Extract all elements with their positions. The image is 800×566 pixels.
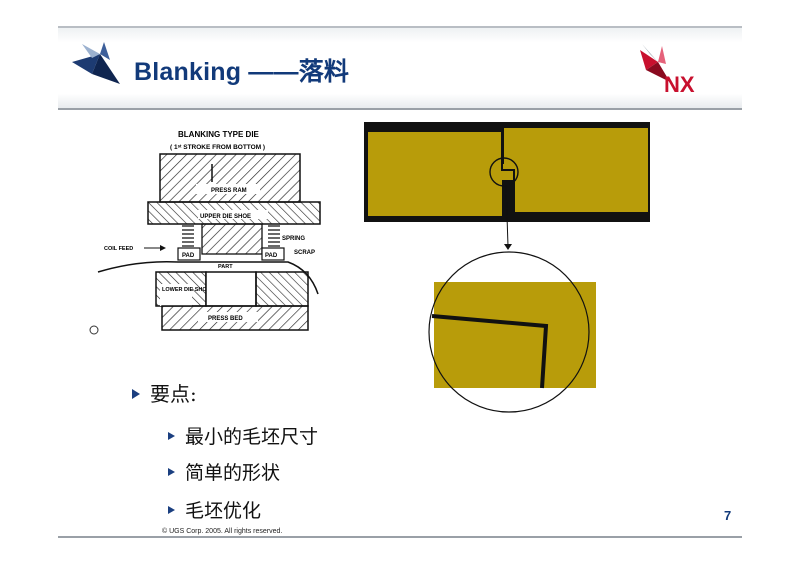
bullet-item-3: 毛坯优化 bbox=[168, 496, 261, 523]
bullet-arrow-icon bbox=[168, 468, 175, 476]
bullet-arrow-icon bbox=[168, 432, 175, 440]
detail-marker-circle bbox=[489, 157, 519, 187]
bullet-main-text: 要点: bbox=[150, 382, 197, 406]
press-ram bbox=[159, 153, 301, 203]
nx-logo: NX bbox=[636, 40, 714, 100]
coil-feed-label: COIL FEED bbox=[104, 246, 133, 252]
slide-header: Blanking ——落料 NX bbox=[58, 26, 742, 110]
nx-star-icon: NX bbox=[640, 44, 695, 97]
pad-left-label: PAD bbox=[182, 253, 195, 259]
bullet-item-1: 最小的毛坯尺寸 bbox=[168, 422, 318, 449]
page-number: 7 bbox=[724, 508, 732, 523]
pad-left bbox=[177, 247, 201, 261]
bullet-item-text: 毛坯优化 bbox=[185, 500, 262, 522]
lower-die-opening bbox=[205, 271, 257, 307]
strip bbox=[97, 260, 319, 295]
bullet-item-2: 简单的形状 bbox=[168, 458, 280, 485]
diagram-title: BLANKING TYPE DIE bbox=[178, 130, 260, 139]
spring-label: SPRING bbox=[282, 236, 305, 242]
scrap-label: SCRAP bbox=[294, 250, 315, 256]
nx-brand-text: NX bbox=[664, 72, 695, 96]
copyright-text: © UGS Corp. 2005. All rights reserved. bbox=[162, 528, 283, 535]
lower-die-shoe-label: LOWER DIE SHOE bbox=[162, 287, 211, 293]
magnified-cut-edge bbox=[431, 314, 549, 389]
sheet-right bbox=[502, 128, 648, 212]
press-bed-label: PRESS BED bbox=[208, 316, 243, 322]
magnified-detail-circle bbox=[428, 251, 590, 413]
pad-right-label: PAD bbox=[265, 253, 278, 259]
sheet-left bbox=[368, 132, 502, 216]
cut-detail-diagram bbox=[364, 122, 650, 413]
bullet-arrow-icon bbox=[168, 506, 175, 514]
press-ram-label: PRESS RAM bbox=[211, 188, 247, 194]
bullet-item-text: 最小的毛坯尺寸 bbox=[185, 426, 319, 448]
ugs-star-logo-icon bbox=[72, 42, 120, 84]
part-label: PART bbox=[218, 264, 233, 270]
bullet-arrow-icon bbox=[132, 388, 140, 399]
springs bbox=[182, 225, 280, 247]
diagram-subtitle: ( 1ˢᵗ STROKE FROM BOTTOM ) bbox=[170, 144, 265, 151]
bullet-item-text: 简单的形状 bbox=[185, 462, 281, 484]
upper-die-shoe-label: UPPER DIE SHOE bbox=[200, 214, 251, 220]
magnified-sheet bbox=[434, 282, 596, 388]
slide-title: Blanking ——落料 bbox=[134, 58, 350, 86]
pad-right bbox=[261, 247, 285, 261]
bullet-main: 要点: bbox=[132, 378, 197, 407]
blanking-die-diagram: BLANKING TYPE DIE ( 1ˢᵗ STROKE FROM BOTT… bbox=[89, 130, 321, 335]
punch bbox=[201, 223, 263, 255]
lower-die-right bbox=[255, 271, 309, 307]
footer-rule bbox=[58, 536, 742, 540]
